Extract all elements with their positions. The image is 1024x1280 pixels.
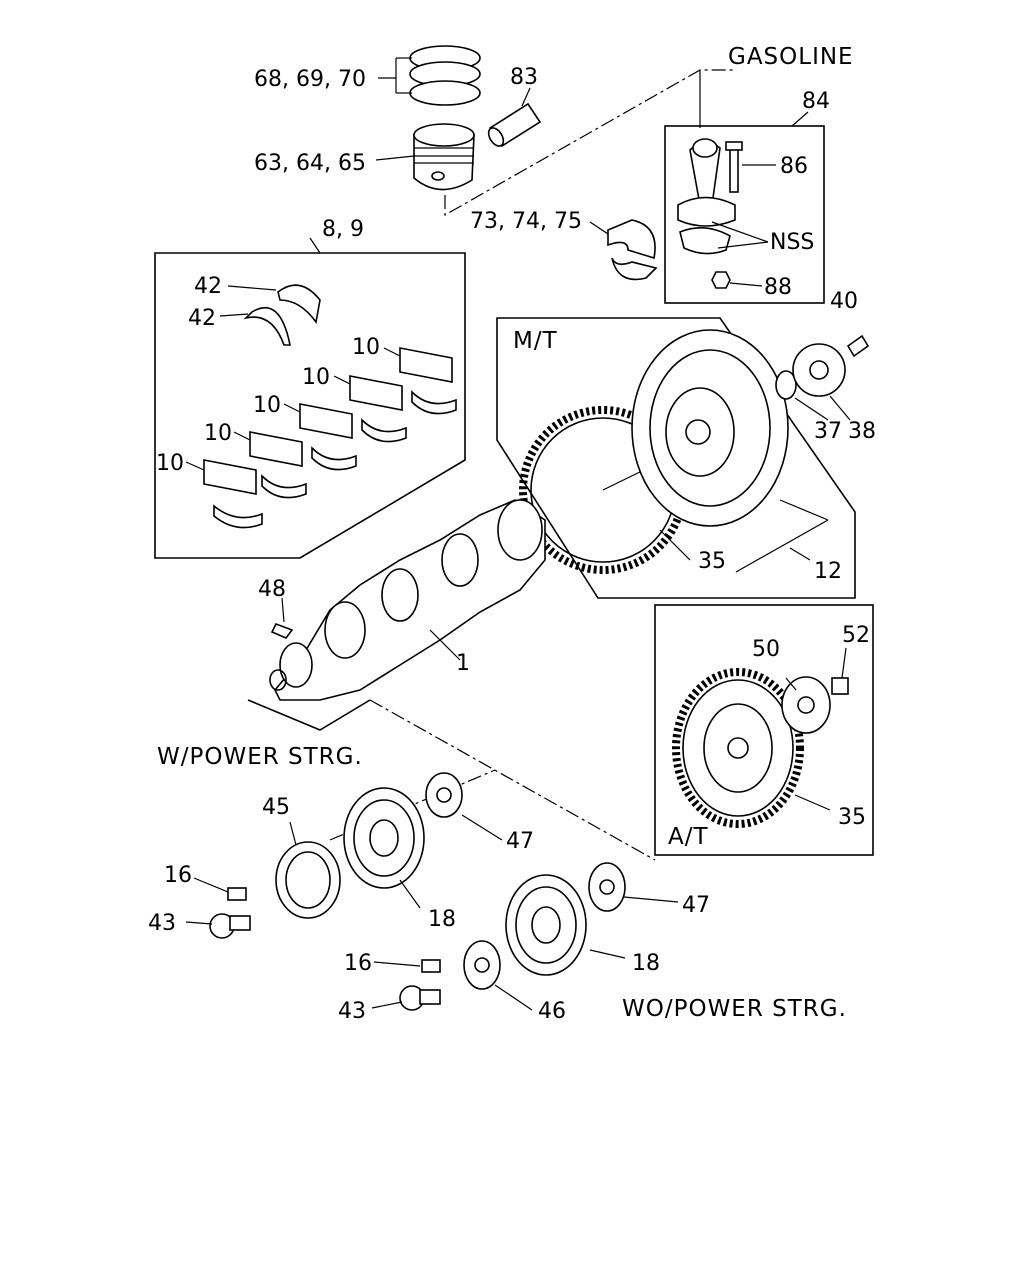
crankshaft: [247, 499, 656, 861]
callout-16-wpower: 16: [164, 863, 192, 888]
callout-35-mt: 35: [698, 549, 726, 574]
callout-68-69-70: 68, 69, 70: [254, 67, 366, 92]
wo-power-caption: WO/POWER STRG.: [622, 996, 847, 1022]
callout-42-upper: 42: [194, 274, 222, 299]
rod-bearings: [589, 219, 658, 281]
w-power-pulley-group: [185, 769, 503, 939]
callout-47-wpower: 47: [506, 829, 534, 854]
piston-rings: [378, 45, 481, 106]
callout-42-lower: 42: [188, 306, 216, 331]
gasoline-rod-group: [444, 69, 825, 304]
bearing-2: [233, 431, 307, 499]
piston-pin: [487, 87, 542, 148]
callout-40: 40: [830, 289, 858, 314]
callout-16-wopower: 16: [344, 951, 372, 976]
callout-35-at: 35: [838, 805, 866, 830]
mt-flywheel-group: [496, 317, 870, 599]
nss-caption: NSS: [770, 230, 814, 255]
callout-10-a: 10: [156, 451, 184, 476]
callout-43-wopower: 43: [338, 999, 366, 1024]
callout-8-9: 8, 9: [322, 217, 364, 242]
callout-88: 88: [764, 275, 792, 300]
callout-46: 46: [538, 999, 566, 1024]
callout-73-74-75: 73, 74, 75: [470, 209, 582, 234]
callout-10-b: 10: [204, 421, 232, 446]
bearing-4: [333, 375, 407, 443]
callout-48: 48: [258, 577, 286, 602]
w-power-caption: W/POWER STRG.: [157, 744, 363, 770]
callout-52: 52: [842, 623, 870, 648]
callout-86: 86: [780, 154, 808, 179]
mt-caption: M/T: [513, 328, 558, 354]
callout-18-wpower: 18: [428, 907, 456, 932]
at-caption: A/T: [668, 824, 709, 850]
callout-63-64-65: 63, 64, 65: [254, 151, 366, 176]
wo-power-pulley-group: [371, 862, 679, 1011]
gasoline-caption: GASOLINE: [728, 44, 854, 70]
callout-37: 37: [814, 419, 842, 444]
callout-50: 50: [752, 637, 780, 662]
callout-18-wopower: 18: [632, 951, 660, 976]
main-bearing-box: [154, 237, 466, 559]
callout-47-wopower: 47: [682, 893, 710, 918]
callout-10-d: 10: [302, 365, 330, 390]
piston: [375, 123, 475, 191]
callout-10-c: 10: [253, 393, 281, 418]
callout-43-wpower: 43: [148, 911, 176, 936]
bearing-5: [383, 347, 457, 415]
callout-1: 1: [456, 651, 470, 676]
at-flexplate-group: [654, 604, 874, 856]
callout-83: 83: [510, 65, 538, 90]
callout-38: 38: [848, 419, 876, 444]
bearing-1: [185, 459, 263, 529]
callout-12: 12: [814, 559, 842, 584]
callout-10-e: 10: [352, 335, 380, 360]
callout-84: 84: [802, 89, 830, 114]
callout-45: 45: [262, 795, 290, 820]
bearing-3: [283, 403, 357, 471]
